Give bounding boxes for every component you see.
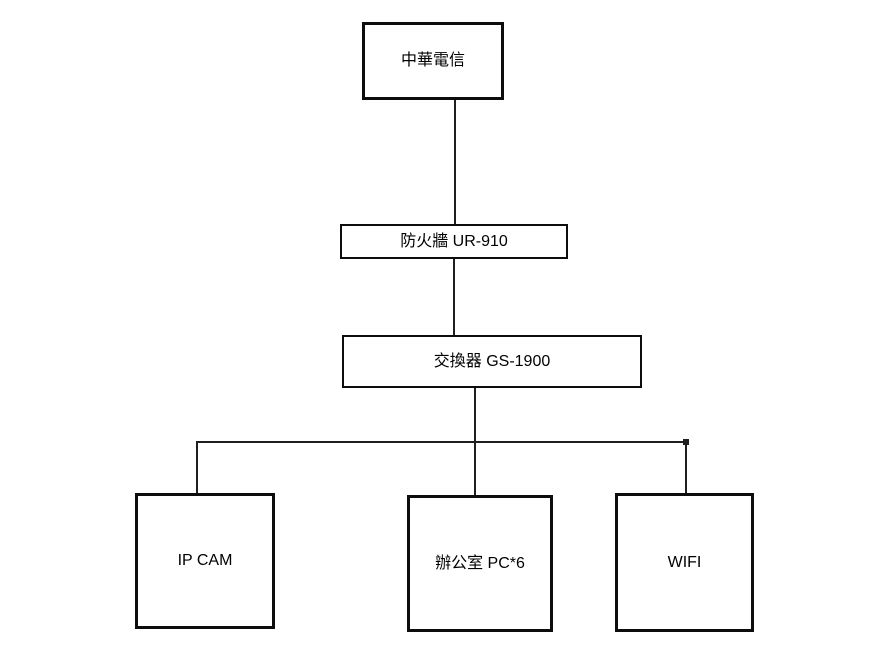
- node-switch: 交換器 GS-1900: [342, 335, 642, 388]
- connector-isp-firewall: [454, 100, 456, 224]
- node-isp: 中華電信: [362, 22, 504, 100]
- node-office-pc: 辦公室 PC*6: [407, 495, 553, 632]
- node-ip-cam: IP CAM: [135, 493, 275, 629]
- connector-branch-horizontal: [196, 441, 688, 443]
- node-isp-label: 中華電信: [400, 52, 465, 70]
- connector-branch-wifi: [685, 441, 687, 493]
- node-switch-label: 交換器 GS-1900: [433, 352, 551, 370]
- node-firewall-label: 防火牆 UR-910: [400, 232, 508, 250]
- connector-firewall-switch: [453, 259, 455, 335]
- node-firewall: 防火牆 UR-910: [340, 224, 568, 259]
- node-wifi: WIFI: [615, 493, 754, 632]
- node-office-pc-label: 辦公室 PC*6: [435, 554, 525, 572]
- connector-branch-ipcam: [196, 441, 198, 493]
- connector-join-dot: [683, 439, 689, 445]
- node-wifi-label: WIFI: [667, 553, 702, 571]
- node-ip-cam-label: IP CAM: [177, 552, 233, 570]
